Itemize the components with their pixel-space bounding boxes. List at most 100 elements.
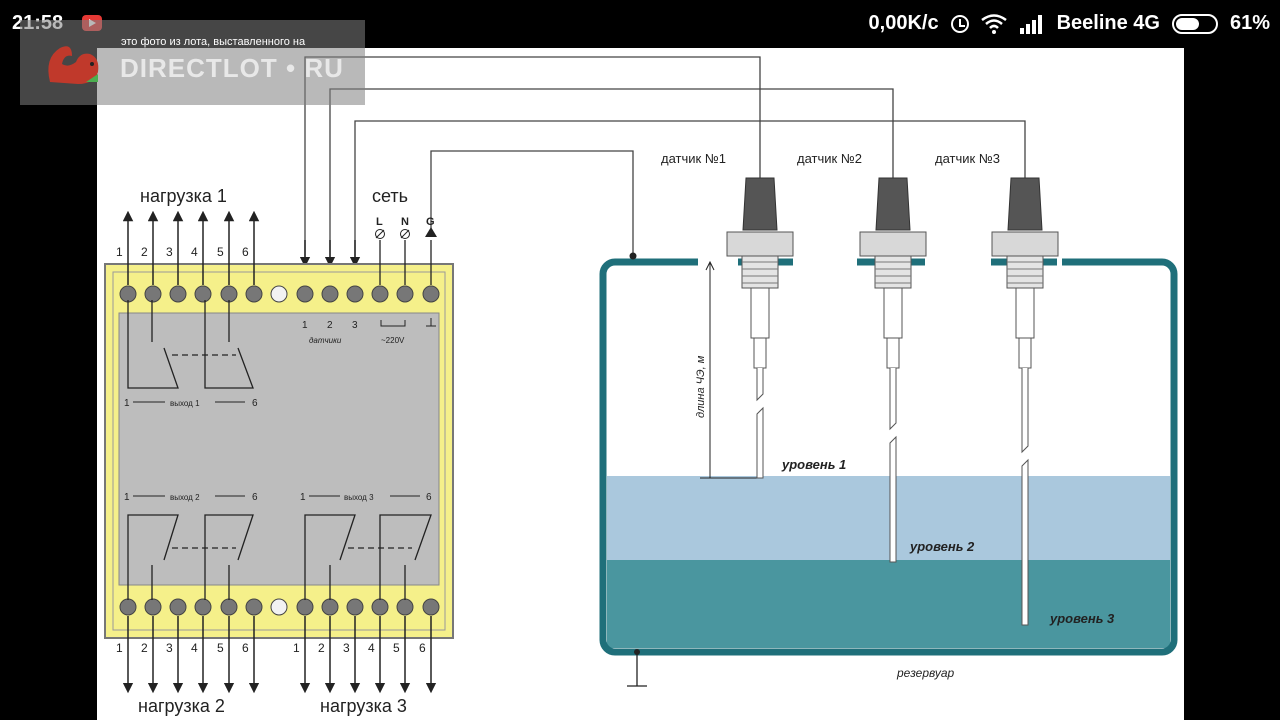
mains-L: L: [376, 216, 383, 228]
sensor-probe-3: [991, 177, 1059, 626]
wifi-icon: [980, 13, 1007, 34]
load1-arrows: 1 2 3 4 5 6: [116, 210, 260, 285]
out2-label: выход 2: [170, 493, 200, 502]
terminal: [321, 598, 339, 616]
tank-ground: [627, 652, 647, 687]
net-speed: 0,00K/c: [868, 12, 939, 34]
terminal: [194, 598, 212, 616]
terminal: [119, 598, 137, 616]
level-relay-diagram: 1 2 3 4 5 6 1 2 3 4 5 6 1 2 3 4 5 6 нагрузка 1 сеть L N…: [104, 56, 1178, 716]
watermark-brand: DIRECTLOT • RU: [120, 53, 344, 83]
terminal: [346, 598, 364, 616]
terminal: [169, 285, 187, 303]
terminal-number: 4: [191, 641, 198, 655]
status-right: 0,00K/c Beeline 4G 61%: [869, 12, 1270, 35]
load2-label: нагрузка 2: [138, 696, 225, 716]
mains-N: N: [401, 216, 409, 228]
level3-label: уровень 3: [1049, 611, 1115, 626]
out1-start: 1: [124, 398, 130, 409]
terminal: [245, 598, 263, 616]
squirrel-logo-icon: [48, 46, 99, 84]
terminal: [422, 285, 440, 303]
signal-icon: [1019, 14, 1042, 34]
terminal: [371, 285, 389, 303]
terminal-number: 5: [217, 641, 224, 655]
mains-N-icon: [400, 229, 410, 239]
out2-end: 6: [252, 492, 258, 503]
sensor1-wire: [304, 56, 761, 262]
sensor2-wire: [329, 88, 894, 262]
sensor-input-3: 3: [352, 320, 358, 331]
sensor2-label: датчик №2: [797, 151, 862, 166]
sensor-probe-1: [726, 177, 794, 479]
mains-G: G: [426, 216, 435, 228]
battery-percent: 61%: [1229, 12, 1270, 34]
terminal: [245, 285, 263, 303]
terminal-empty: [270, 285, 288, 303]
terminal: [119, 285, 137, 303]
terminal-number: 2: [141, 641, 148, 655]
battery-icon: [1171, 13, 1218, 34]
level1-label: уровень 1: [781, 457, 846, 472]
terminal-number: 5: [393, 641, 400, 655]
voltage-label: ~220V: [381, 336, 405, 345]
sensors: [726, 177, 1059, 626]
terminal: [220, 598, 238, 616]
terminal-number: 1: [116, 245, 123, 259]
out3-end: 6: [426, 492, 432, 503]
mains-L-icon: [375, 229, 385, 239]
ground-wire: [430, 150, 634, 256]
image-viewer: 1 2 3 4 5 6 1 2 3 4 5 6 1 2 3 4 5 6 нагрузка 1 сеть L N…: [97, 48, 1184, 720]
terminal: [396, 598, 414, 616]
sensors-label: датчики: [309, 336, 342, 345]
terminal: [321, 285, 339, 303]
water-level-3-zone: [607, 560, 1170, 648]
relay-contacts-3: [304, 514, 432, 600]
relay-panel: [118, 312, 440, 586]
terminal-number: 2: [318, 641, 325, 655]
load1-label: нагрузка 1: [140, 186, 227, 206]
out2-start: 1: [124, 492, 130, 503]
reservoir-label: резервуар: [896, 666, 955, 680]
terminal-number: 4: [368, 641, 375, 655]
watermark-caption: это фото из лота, выставленного на: [121, 36, 306, 48]
out1-end: 6: [252, 398, 258, 409]
terminal: [296, 285, 314, 303]
terminal-number: 3: [343, 641, 350, 655]
out1-label: выход 1: [170, 399, 200, 408]
terminal: [169, 598, 187, 616]
terminal-number: 3: [166, 641, 173, 655]
terminal-number: 4: [191, 245, 198, 259]
out3-start: 1: [300, 492, 306, 503]
load2-arrows: 1 2 3 4 5 6: [116, 616, 260, 694]
length-label: длина ЧЭ, м: [695, 355, 707, 418]
terminal: [346, 285, 364, 303]
level2-label: уровень 2: [909, 539, 975, 554]
watermark: это фото из лота, выставленного на DIREC…: [20, 20, 365, 105]
terminal-empty: [270, 598, 288, 616]
terminal: [144, 598, 162, 616]
terminal: [144, 285, 162, 303]
sensor1-label: датчик №1: [661, 151, 726, 166]
mains-label: сеть: [372, 186, 408, 206]
terminal-number: 3: [166, 245, 173, 259]
carrier-name: Beeline 4G: [1056, 12, 1160, 34]
terminal-number: 6: [242, 245, 249, 259]
out3-label: выход 3: [344, 493, 374, 502]
terminal-number: 6: [242, 641, 249, 655]
relay-contacts-1: [127, 300, 254, 389]
terminal: [296, 598, 314, 616]
terminal-number: 5: [217, 245, 224, 259]
terminal-number: 2: [141, 245, 148, 259]
terminal: [220, 285, 238, 303]
terminals-bottom: [119, 598, 440, 616]
sensor-input-1: 1: [302, 320, 308, 331]
terminal-number: 1: [116, 641, 123, 655]
load3-label: нагрузка 3: [320, 696, 407, 716]
ground-arrow-icon: [425, 227, 437, 237]
sensor3-label: датчик №3: [935, 151, 1000, 166]
sensor-probe-2: [859, 177, 927, 563]
sensor-input-2: 2: [327, 320, 333, 331]
sensor3-wire: [354, 120, 1026, 262]
alarm-icon: [950, 14, 969, 33]
